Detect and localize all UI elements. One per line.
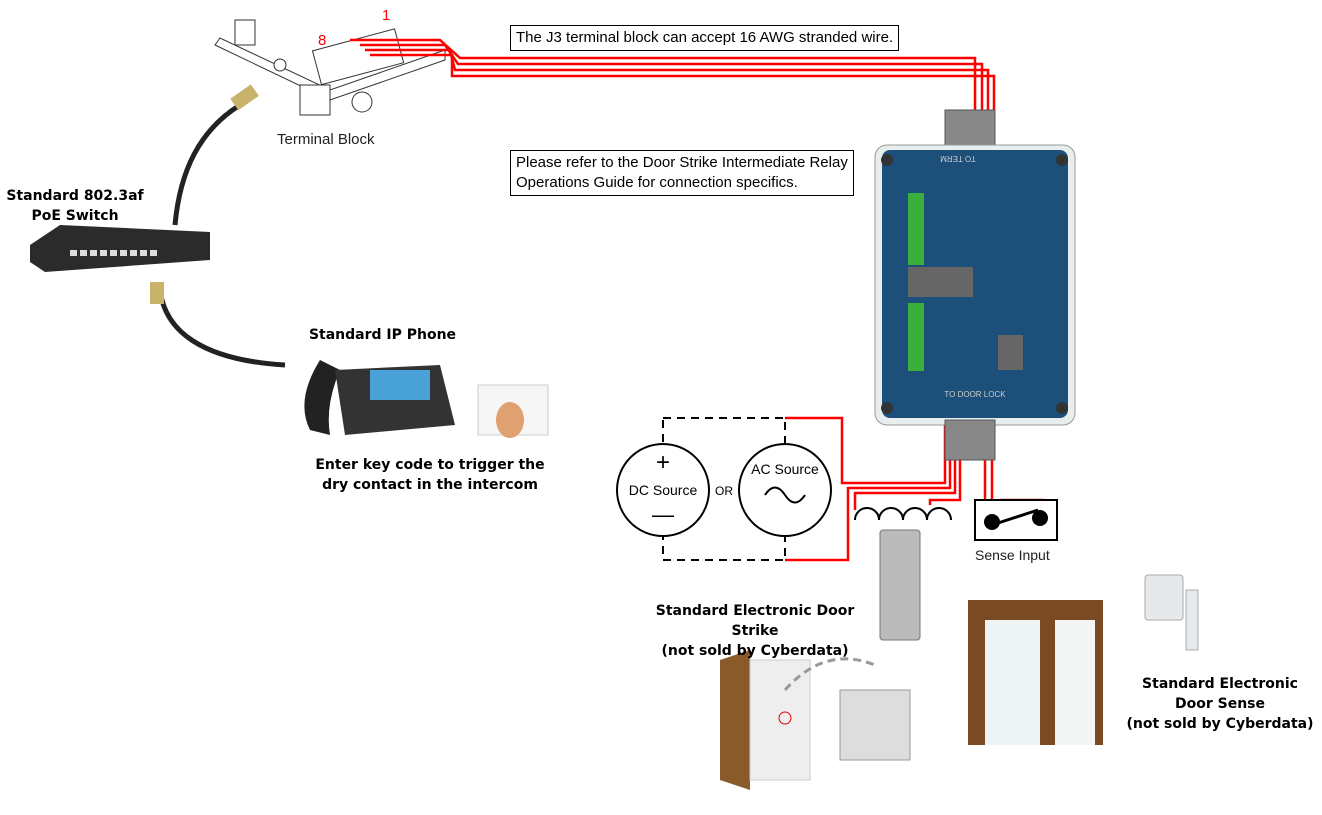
door-strike-illustration [879, 529, 921, 641]
pin-8-label: 8 [318, 32, 326, 49]
door-strike-relay-board [874, 109, 1076, 461]
ip-phone-caption-2: dry contact in the intercom [322, 477, 538, 493]
ip-phone-title: Standard IP Phone [308, 327, 457, 343]
poe-switch-line-1: Standard 802.3af [6, 188, 144, 204]
refer-line-1: Please refer to the Door Strike Intermed… [516, 154, 848, 171]
strike-coil-symbol [854, 507, 952, 521]
power-sources [616, 417, 832, 561]
door-sense-line-2: Door Sense [1174, 696, 1265, 712]
terminal-block-illustration [214, 19, 446, 116]
door-frame-illustration [968, 574, 1199, 745]
poe-switch-line-2: PoE Switch [31, 208, 119, 224]
rj45-plug-top [230, 84, 259, 111]
rj45-plug-bottom [150, 282, 164, 304]
door-sense-line-3: (not sold by Cyberdata) [1126, 716, 1314, 732]
ip-phone-caption: Enter key code to trigger the dry contac… [315, 455, 545, 495]
door-strike-label: Standard Electronic Door Strike (not sol… [630, 601, 880, 661]
ac-source-label: AC Source [751, 461, 819, 477]
pin-1-label: 1 [382, 7, 390, 24]
dc-minus: — [652, 502, 674, 527]
door-strike-line-1: Standard Electronic Door Strike [655, 603, 855, 639]
or-label: OR [715, 484, 733, 498]
poe-switch-illustration [30, 225, 210, 272]
sense-input-label: Sense Input [975, 547, 1050, 563]
ip-phone-illustration [304, 360, 549, 438]
poe-switch-label: Standard 802.3af PoE Switch [0, 186, 150, 226]
to-term-label: TO TERM [940, 154, 976, 163]
to-door-lock-label: TO DOOR LOCK [944, 390, 1006, 399]
refer-line-2: Operations Guide for connection specific… [516, 174, 798, 191]
ip-phone-caption-1: Enter key code to trigger the [315, 457, 545, 473]
dc-source-label: DC Source [629, 482, 698, 498]
terminal-block-label: Terminal Block [277, 131, 375, 148]
j3-wire-note: The J3 terminal block can accept 16 AWG … [510, 25, 900, 51]
door-sense-label: Standard Electronic Door Sense (not sold… [1120, 674, 1320, 734]
door-strike-line-2: (not sold by Cyberdata) [661, 643, 849, 659]
door-installation-illustration [720, 650, 911, 790]
refer-guide-note: Please refer to the Door Strike Intermed… [510, 150, 854, 196]
dc-plus: + [656, 449, 670, 476]
door-sense-line-1: Standard Electronic [1142, 676, 1298, 692]
sense-switch-symbol [974, 499, 1058, 541]
